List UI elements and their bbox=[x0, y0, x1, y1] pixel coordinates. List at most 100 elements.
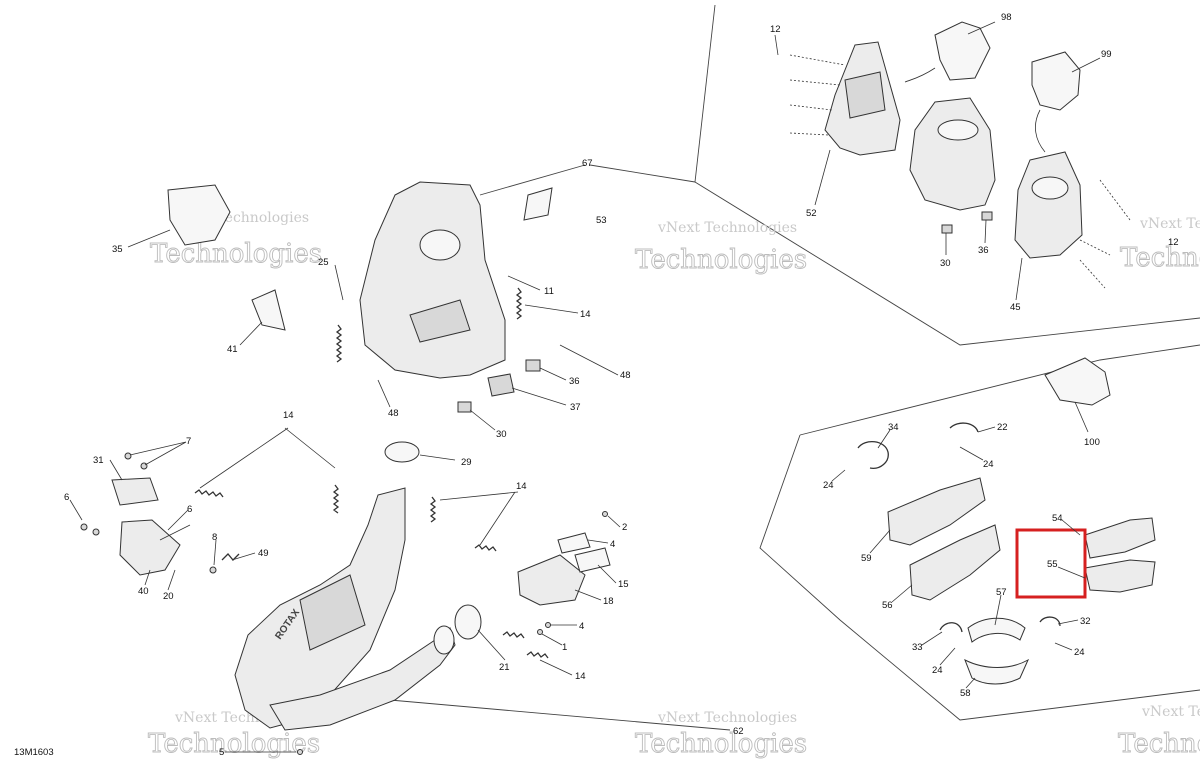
callout-11: 11 bbox=[544, 286, 554, 297]
callout-5: 5 bbox=[219, 747, 224, 758]
clip-36-top bbox=[981, 211, 993, 221]
spring-c bbox=[194, 489, 224, 498]
callout-32: 32 bbox=[1080, 616, 1091, 627]
callout-52: 52 bbox=[806, 208, 817, 219]
pipe-chamber-band bbox=[299, 574, 366, 651]
screw-1 bbox=[537, 629, 543, 635]
sleeve-58 bbox=[964, 658, 1030, 685]
diagram-id: 13M1603 bbox=[14, 747, 54, 758]
heat-shield-35 bbox=[167, 184, 231, 246]
gasket-4a bbox=[557, 532, 591, 554]
callout-21: 21 bbox=[499, 662, 510, 673]
spring-a bbox=[335, 324, 343, 363]
callout-20: 20 bbox=[163, 591, 174, 602]
detail-borders bbox=[389, 4, 1200, 731]
callout-labels: 12 98 99 52 30 36 45 12 67 53 35 25 11 1… bbox=[64, 12, 1179, 758]
part-55 bbox=[1084, 559, 1156, 593]
shield-100 bbox=[1044, 357, 1111, 406]
screw-2 bbox=[602, 511, 608, 517]
clamp-32 bbox=[1039, 616, 1061, 627]
spring-d bbox=[332, 484, 340, 514]
watermark-8: Technologies bbox=[148, 729, 320, 759]
callout-4a: 4 bbox=[610, 539, 615, 550]
clip-30-top bbox=[941, 224, 953, 234]
screw-7b bbox=[140, 462, 148, 470]
arrow-98 bbox=[904, 67, 936, 83]
part-54 bbox=[1084, 517, 1156, 559]
manifold-18 bbox=[517, 554, 586, 606]
muffler-shell-left-inner bbox=[844, 71, 886, 119]
muffler-body bbox=[909, 97, 996, 211]
callout-14a: 14 bbox=[580, 309, 591, 320]
watermark-11: vNext Technologies bbox=[1141, 704, 1200, 720]
callout-36b: 36 bbox=[569, 376, 580, 387]
callout-24b: 24 bbox=[823, 480, 834, 491]
spring-g bbox=[502, 631, 525, 639]
callout-8: 8 bbox=[212, 532, 217, 543]
screws-dashes bbox=[789, 54, 1131, 289]
muffler-67-bracket bbox=[409, 299, 471, 343]
muffler-shell-right-hole bbox=[1031, 176, 1069, 200]
sleeve-57 bbox=[967, 617, 1026, 643]
watermark-12: Technologies bbox=[1118, 729, 1200, 759]
callout-1: 1 bbox=[562, 642, 567, 653]
sleeve-56 bbox=[909, 524, 1001, 601]
muffler-shell-right bbox=[1014, 151, 1083, 259]
callout-67: 67 bbox=[582, 158, 593, 169]
watermark-10: Technologies bbox=[635, 729, 807, 759]
spring-f bbox=[474, 544, 497, 552]
clamp-34 bbox=[857, 441, 889, 469]
resonator-detail-border bbox=[759, 344, 1200, 721]
highlight-box[interactable] bbox=[1015, 528, 1087, 599]
callout-4b: 4 bbox=[579, 621, 584, 632]
arrow-99 bbox=[1035, 109, 1046, 153]
callout-14b: 14 bbox=[283, 410, 294, 421]
guard-41 bbox=[251, 289, 286, 331]
callout-37: 37 bbox=[570, 402, 581, 413]
screw-5 bbox=[297, 749, 303, 755]
callout-24c: 24 bbox=[932, 665, 943, 676]
callout-30a: 30 bbox=[940, 258, 951, 269]
callout-24a: 24 bbox=[983, 459, 994, 470]
callout-25: 25 bbox=[318, 257, 329, 268]
spring-e bbox=[429, 496, 437, 523]
clamp-33 bbox=[939, 622, 963, 633]
ring-21 bbox=[454, 604, 482, 640]
tension-49 bbox=[221, 553, 240, 561]
heat-shield-98 bbox=[934, 21, 991, 81]
bracket-assembly bbox=[80, 452, 240, 576]
callout-35: 35 bbox=[112, 244, 123, 255]
watermark-3: vNext Technologies bbox=[657, 220, 797, 236]
callout-48a: 48 bbox=[388, 408, 399, 419]
watermark-4: Technologies bbox=[635, 245, 807, 275]
watermarks: vNext Technologies Technologies vNext Te… bbox=[148, 210, 1200, 759]
callout-6a: 6 bbox=[64, 492, 69, 503]
leader-lines bbox=[69, 21, 1101, 753]
callout-62: 62 bbox=[733, 726, 744, 737]
screw-6a bbox=[80, 523, 88, 531]
spring-b bbox=[515, 287, 523, 320]
callout-22: 22 bbox=[997, 422, 1008, 433]
muffler-67-outlet bbox=[419, 229, 461, 261]
screw-8 bbox=[209, 566, 217, 574]
clip-30-main bbox=[457, 401, 472, 413]
callout-98: 98 bbox=[1001, 12, 1012, 23]
clip-36-main bbox=[525, 359, 541, 372]
callout-49: 49 bbox=[258, 548, 269, 559]
sleeve-59 bbox=[887, 477, 986, 546]
callout-41: 41 bbox=[227, 344, 238, 355]
ring-29 bbox=[384, 441, 420, 463]
screw-4b bbox=[545, 622, 551, 628]
callout-18: 18 bbox=[603, 596, 614, 607]
callout-24d: 24 bbox=[1074, 647, 1085, 658]
main-leader-67 bbox=[479, 164, 586, 196]
callout-48b: 48 bbox=[620, 370, 631, 381]
muffler-detail-border bbox=[694, 4, 1200, 346]
callout-12b: 12 bbox=[1168, 237, 1179, 248]
callout-12a: 12 bbox=[770, 24, 781, 35]
screw-6b bbox=[92, 528, 100, 536]
callout-45: 45 bbox=[1010, 302, 1021, 313]
main-leader-67b bbox=[589, 164, 696, 183]
callout-30b: 30 bbox=[496, 429, 507, 440]
